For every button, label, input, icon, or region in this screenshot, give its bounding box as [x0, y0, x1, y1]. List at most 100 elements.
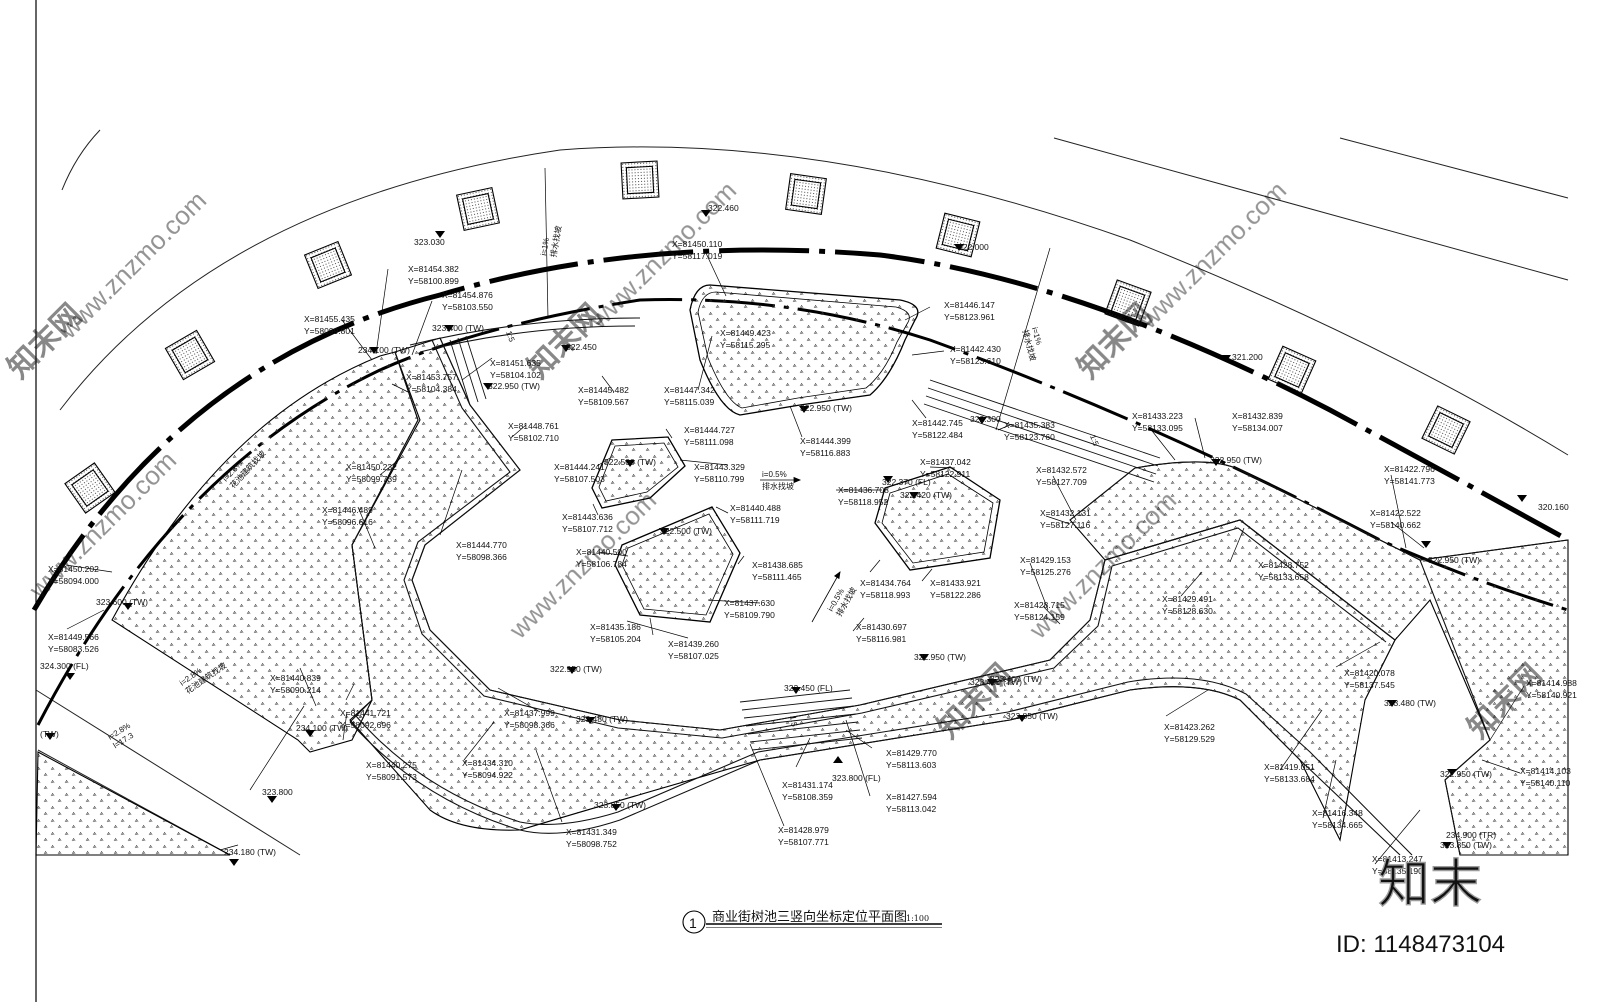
- svg-text:Y=58118.952: Y=58118.952: [838, 497, 888, 507]
- drawing-number-circle: [682, 910, 706, 934]
- svg-text:X=81437.630: X=81437.630: [724, 598, 775, 608]
- svg-text:Y=58107.025: Y=58107.025: [668, 651, 719, 661]
- road-edge-lines: [35, 129, 1569, 856]
- svg-text:323.800 (FL): 323.800 (FL): [832, 773, 881, 783]
- svg-text:234.100 (TW): 234.100 (TW): [358, 345, 410, 355]
- svg-text:X=81429.153: X=81429.153: [1020, 555, 1071, 565]
- svg-text:322.300: 322.300: [970, 414, 1001, 424]
- svg-text:X=81444.770: X=81444.770: [456, 540, 507, 550]
- svg-text:Y=58110.799: Y=58110.799: [694, 474, 744, 484]
- svg-text:324.300 (FL): 324.300 (FL): [40, 661, 89, 671]
- svg-text:X=81455.435: X=81455.435: [304, 314, 355, 324]
- svg-text:X=81414.103: X=81414.103: [1520, 766, 1571, 776]
- svg-text:X=81444.241: X=81444.241: [554, 462, 605, 472]
- svg-text:X=81419.051: X=81419.051: [1264, 762, 1315, 772]
- svg-text:Y=58099.739: Y=58099.739: [346, 474, 397, 484]
- svg-text:X=81447.342: X=81447.342: [664, 385, 715, 395]
- title-block: 1 商业街树池三竖向坐标定位平面图 1:100: [682, 909, 942, 934]
- svg-text:X=81443.329: X=81443.329: [694, 462, 745, 472]
- svg-text:Y=58107.503: Y=58107.503: [554, 474, 605, 484]
- svg-text:X=81414.988: X=81414.988: [1526, 678, 1577, 688]
- svg-text:Y=58123.961: Y=58123.961: [944, 312, 995, 322]
- svg-text:X=81431.349: X=81431.349: [566, 827, 617, 837]
- svg-text:X=81434.764: X=81434.764: [860, 578, 911, 588]
- svg-text:X=81431.174: X=81431.174: [782, 780, 833, 790]
- svg-text:Y=58107.712: Y=58107.712: [562, 524, 613, 534]
- svg-text:X=81423.262: X=81423.262: [1164, 722, 1215, 732]
- svg-text:Y=58133.684: Y=58133.684: [1264, 774, 1315, 784]
- svg-text:X=81428.752: X=81428.752: [1258, 560, 1309, 570]
- svg-text:Y=58098.366: Y=58098.366: [504, 720, 555, 730]
- svg-text:Y=58104.102: Y=58104.102: [490, 370, 541, 380]
- svg-text:322.950 (TW): 322.950 (TW): [1210, 455, 1262, 465]
- svg-text:323.480 (TW): 323.480 (TW): [1384, 698, 1436, 708]
- svg-text:X=81436.708: X=81436.708: [838, 485, 889, 495]
- svg-text:322.460: 322.460: [708, 203, 739, 213]
- svg-text:X=81428.715: X=81428.715: [1014, 600, 1065, 610]
- svg-text:X=81440.500: X=81440.500: [576, 547, 627, 557]
- svg-text:X=81427.594: X=81427.594: [886, 792, 937, 802]
- svg-text:320.160: 320.160: [1538, 502, 1569, 512]
- drawing-title: 商业街树池三竖向坐标定位平面图: [712, 909, 907, 925]
- svg-text:X=81432.839: X=81432.839: [1232, 411, 1283, 421]
- tree-pit-top: [689, 284, 919, 416]
- svg-text:X=81437.042: X=81437.042: [920, 457, 971, 467]
- tree-pit-right: [874, 466, 1001, 571]
- svg-text:i=0.5%: i=0.5%: [762, 470, 787, 479]
- svg-text:322.420 (TW): 322.420 (TW): [900, 490, 952, 500]
- svg-text:Y=58094.922: Y=58094.922: [462, 770, 513, 780]
- svg-text:Y=58134.007: Y=58134.007: [1232, 423, 1283, 433]
- svg-text:Y=58140.921: Y=58140.921: [1526, 690, 1577, 700]
- svg-text:X=81440.275: X=81440.275: [366, 760, 417, 770]
- svg-text:X=81430.697: X=81430.697: [856, 622, 907, 632]
- svg-text:Y=58117.019: Y=58117.019: [672, 251, 722, 261]
- svg-text:X=81416.348: X=81416.348: [1312, 808, 1363, 818]
- svg-text:234.900 (TR): 234.900 (TR): [1446, 830, 1496, 840]
- svg-text:X=81454.382: X=81454.382: [408, 264, 459, 274]
- steps: [449, 335, 1161, 751]
- svg-text:Y=58111.098: Y=58111.098: [684, 437, 734, 447]
- svg-text:Y=58106.784: Y=58106.784: [576, 559, 627, 569]
- svg-text:X=81435.186: X=81435.186: [590, 622, 641, 632]
- svg-text:www.znzmo.com: www.znzmo.com: [1132, 175, 1292, 335]
- svg-text:322.950 (TW): 322.950 (TW): [914, 652, 966, 662]
- svg-text:Y=58127.709: Y=58127.709: [1036, 477, 1087, 487]
- svg-text:Y=58091.573: Y=58091.573: [366, 772, 417, 782]
- svg-text:X=81432.131: X=81432.131: [1040, 508, 1091, 518]
- svg-text:X=81449.423: X=81449.423: [720, 328, 771, 338]
- svg-text:Y=58113.603: Y=58113.603: [886, 760, 936, 770]
- svg-text:323.400 (TW): 323.400 (TW): [970, 677, 1022, 687]
- svg-text:X=81440.488: X=81440.488: [730, 503, 781, 513]
- svg-text:X=81454.876: X=81454.876: [442, 290, 493, 300]
- svg-text:323.030: 323.030: [414, 237, 445, 247]
- svg-text:Y=58133.658: Y=58133.658: [1258, 572, 1309, 582]
- svg-text:Y=58135.190: Y=58135.190: [1372, 866, 1423, 876]
- svg-text:234.180 (TW): 234.180 (TW): [224, 847, 276, 857]
- elevation-markers: [45, 210, 1527, 866]
- svg-text:322.000: 322.000: [958, 242, 989, 252]
- svg-text:X=81448.761: X=81448.761: [508, 421, 559, 431]
- svg-text:Y=58137.545: Y=58137.545: [1344, 680, 1395, 690]
- svg-text:排水找坡: 排水找坡: [762, 481, 794, 491]
